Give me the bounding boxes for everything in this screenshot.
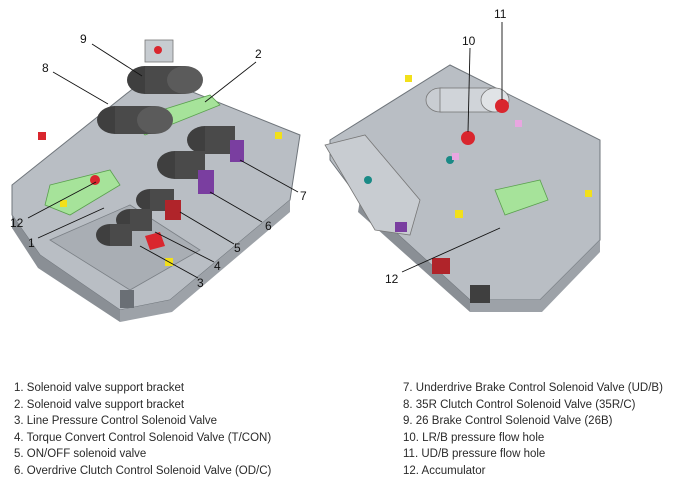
solenoid-5	[136, 189, 181, 220]
legend-item-2: 2. Solenoid valve support bracket	[14, 398, 185, 411]
legend-item-4: 4. Torque Convert Control Solenoid Valve…	[14, 431, 272, 444]
callout-9: 9	[80, 32, 87, 46]
callout-12-right: 12	[385, 272, 399, 286]
callout-2: 2	[255, 47, 262, 61]
callout-3: 3	[197, 276, 204, 290]
callout-6: 6	[265, 219, 272, 233]
ud-b-pressure-hole	[495, 99, 509, 113]
callout-7: 7	[300, 189, 307, 203]
legend-item-8: 8. 35R Clutch Control Solenoid Valve (35…	[403, 398, 636, 411]
callout-1: 1	[28, 236, 35, 250]
callout-11: 11	[494, 7, 507, 21]
legend-item-5: 5. ON/OFF solenoid valve	[14, 448, 147, 461]
legend-right-column: 7. Underdrive Brake Control Solenoid Val…	[403, 380, 663, 480]
callout-4: 4	[214, 259, 221, 273]
callouts-right: 11 10 12	[385, 7, 507, 286]
legend-item-9: 9. 26 Brake Control Solenoid Valve (26B)	[403, 415, 613, 428]
solenoid-6	[157, 151, 214, 194]
solenoid-7	[187, 126, 244, 162]
legend-item-7: 7. Underdrive Brake Control Solenoid Val…	[403, 382, 663, 394]
callout-8: 8	[42, 61, 49, 75]
legend-left-column: 1. Solenoid valve support bracket 2. Sol…	[14, 380, 271, 480]
callout-5: 5	[234, 241, 241, 255]
callout-10: 10	[462, 34, 476, 48]
leader-lines	[27, 22, 503, 279]
callout-12: 12	[10, 216, 24, 230]
solenoid-8	[97, 106, 173, 134]
right-valve-body	[324, 64, 601, 312]
lr-b-pressure-hole	[461, 131, 475, 145]
legend-item-1: 1. Solenoid valve support bracket	[14, 382, 185, 394]
valve-body-illustration: 9 2 8 7 6 5 4 3 12 1 11 10 12	[10, 7, 601, 322]
legend-item-10: 10. LR/B pressure flow hole	[403, 431, 545, 444]
legend-item-3: 3. Line Pressure Control Solenoid Valve	[14, 415, 218, 428]
left-valve-body	[11, 39, 301, 322]
solenoid-3	[96, 224, 132, 246]
legend-item-12: 12. Accumulator	[403, 464, 486, 477]
callouts-left: 9 2 8 7 6 5 4 3 12 1	[10, 32, 307, 290]
solenoid-9	[127, 66, 203, 94]
legend-item-11: 11. UD/B pressure flow hole	[403, 448, 546, 461]
legend-item-6: 6. Overdrive Clutch Control Solenoid Val…	[14, 464, 272, 477]
